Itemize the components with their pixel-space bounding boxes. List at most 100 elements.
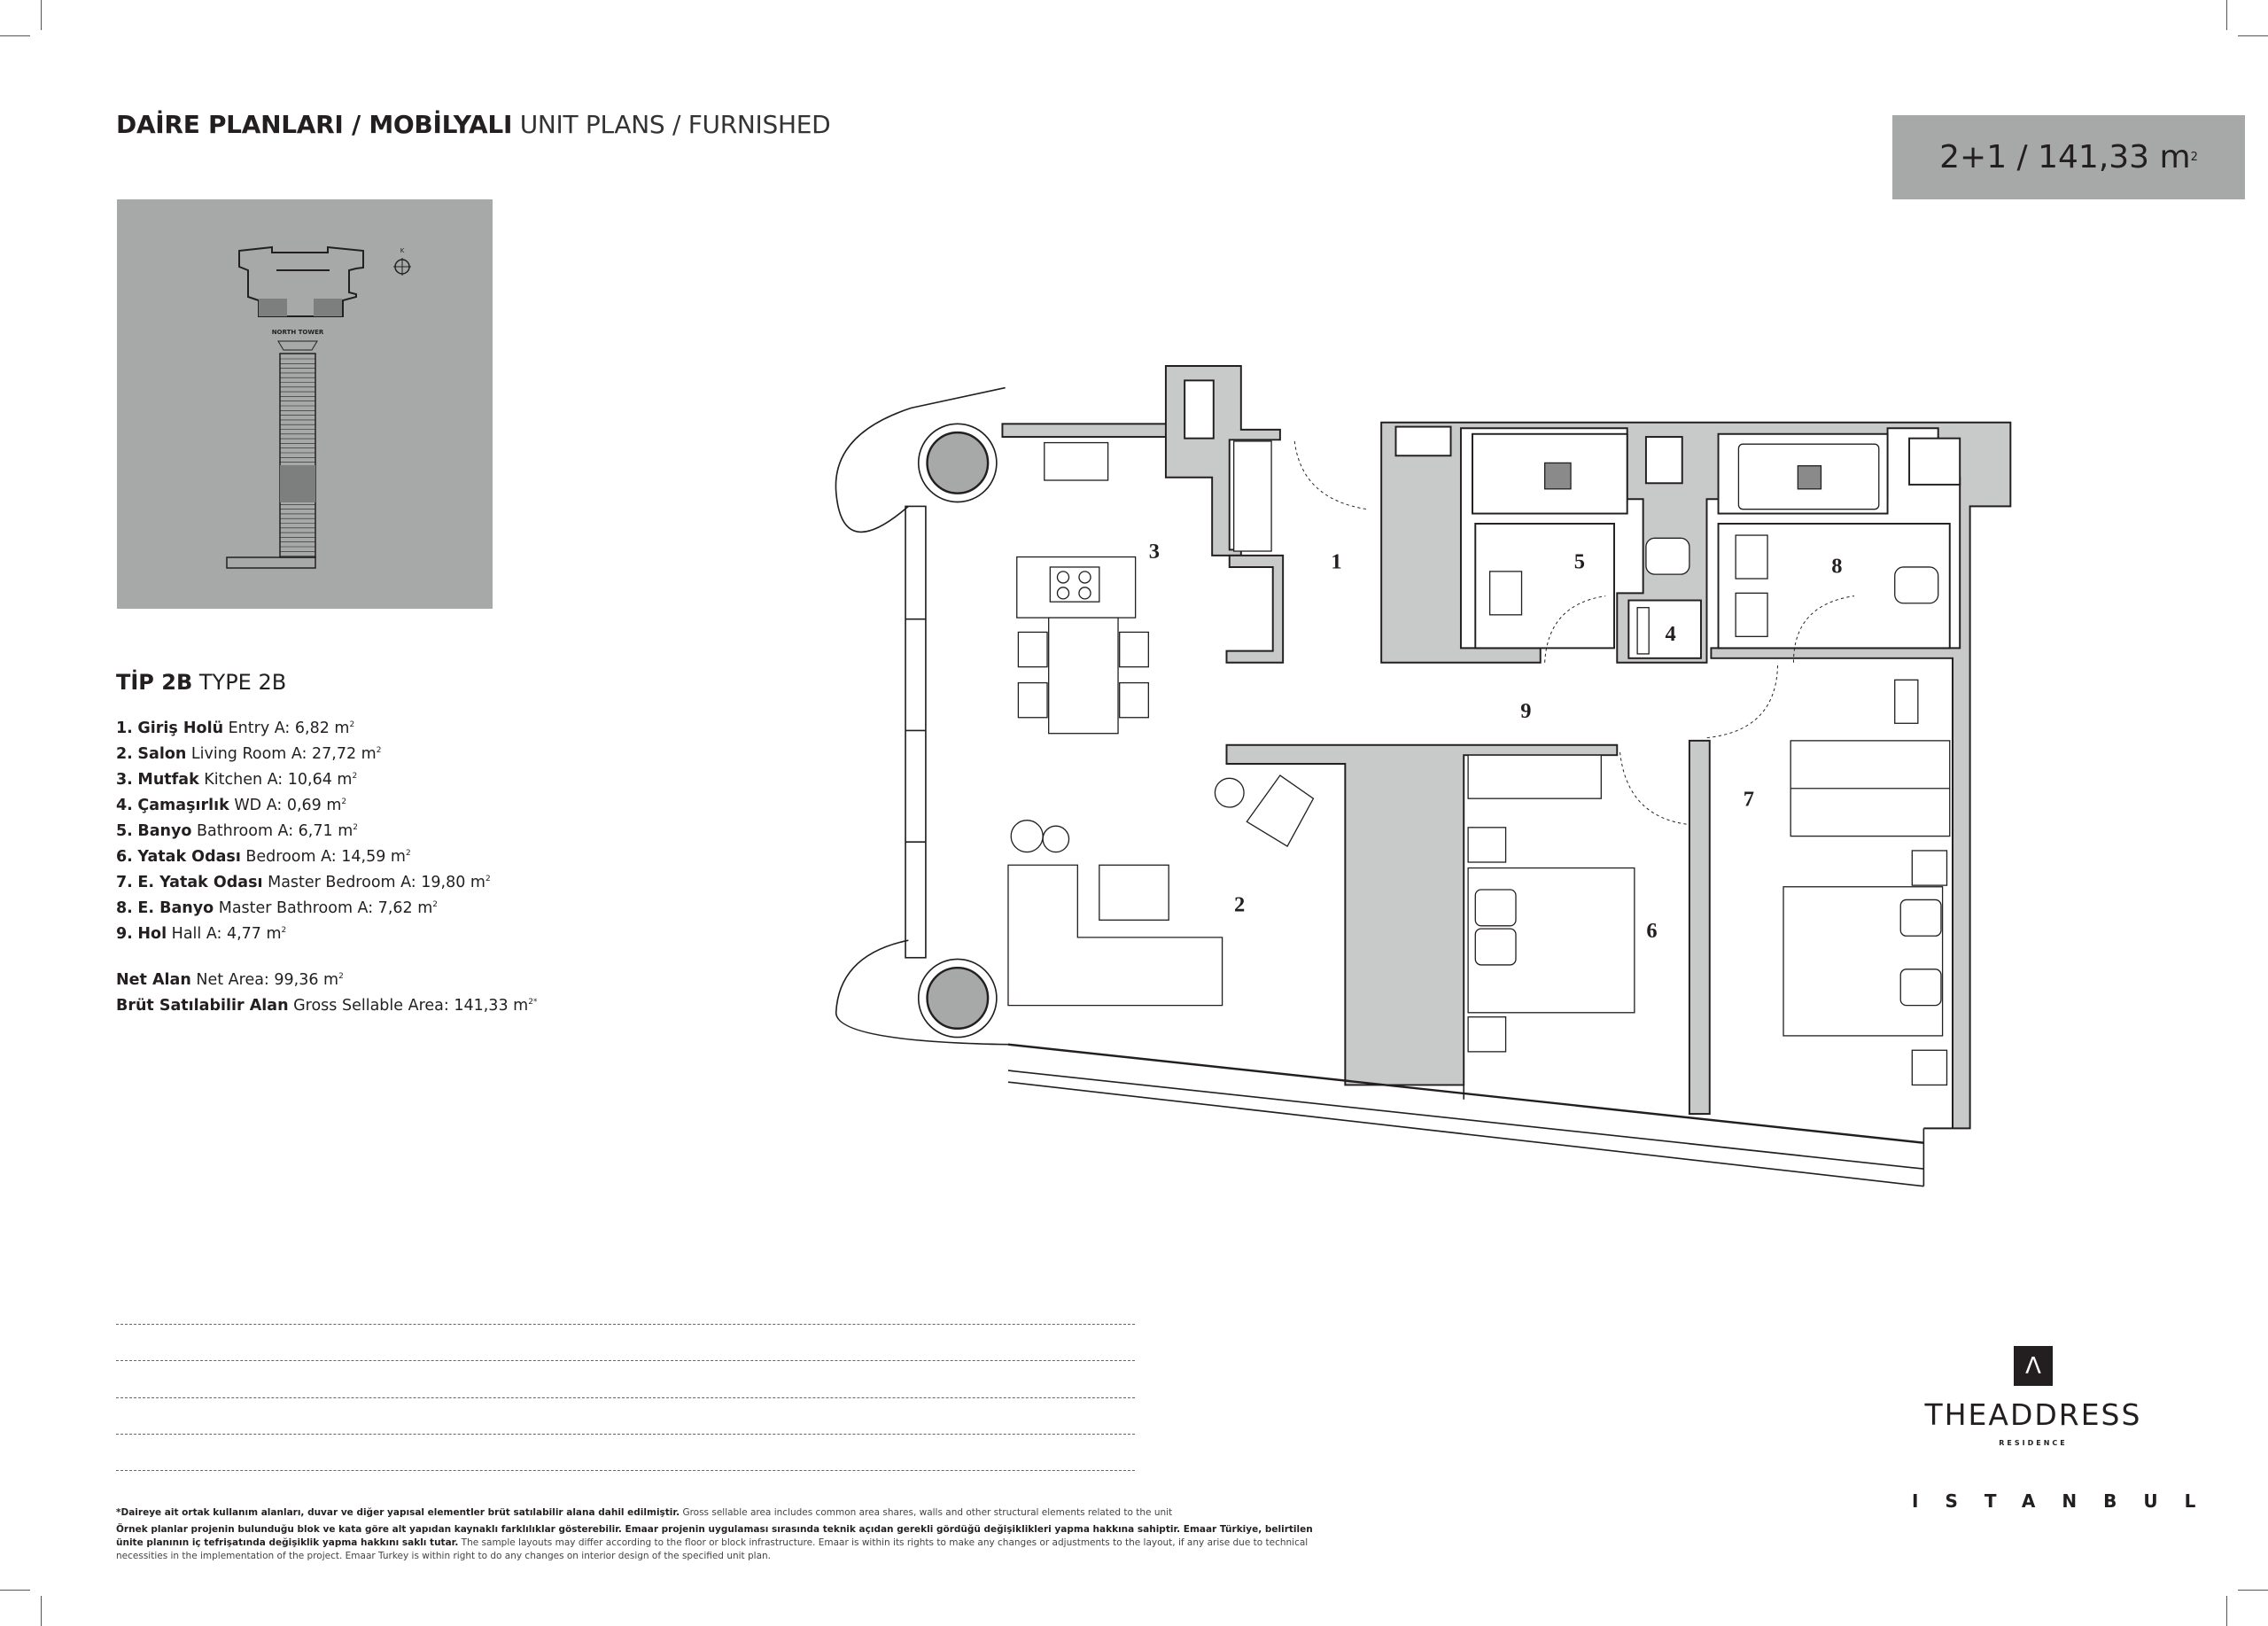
- room-area-en: Living Room A: 27,72 m: [190, 745, 377, 763]
- nightstand: [1911, 850, 1948, 886]
- gross-area-en: Gross Sellable Area: 141,33 m: [293, 997, 529, 1015]
- washbasin: [1735, 592, 1768, 637]
- crop-mark: [0, 1590, 30, 1591]
- room-list-item: 1. Giriş Holü Entry A: 6,82 m2: [116, 720, 355, 737]
- room-name-tr: Yatak Odası: [137, 848, 241, 866]
- room-number: 2.: [116, 745, 133, 763]
- wall: [1688, 739, 1711, 1116]
- kitchen-sink: [1044, 441, 1109, 481]
- dining-table: [1048, 617, 1119, 735]
- toilet: [1894, 566, 1939, 604]
- unit-size-text: 2+1 / 141,33 m: [1939, 139, 2191, 175]
- nightstand: [1467, 1016, 1507, 1053]
- note-line: [116, 1397, 1135, 1398]
- room-number: 5.: [116, 822, 133, 840]
- column: [917, 423, 998, 1039]
- washbasin: [1735, 534, 1768, 580]
- crop-mark: [2238, 35, 2268, 36]
- room-area-en: Hall A: 4,77 m: [171, 925, 282, 943]
- room-list-item: 9. Hol Hall A: 4,77 m2: [116, 925, 287, 943]
- armchair: [1246, 774, 1315, 847]
- key-plan: K NORTH TOWER: [117, 199, 493, 609]
- side-table: [1042, 825, 1070, 853]
- chair: [1119, 681, 1149, 719]
- room-list-item: 3. Mutfak Kitchen A: 10,64 m2: [116, 771, 358, 789]
- disclaimer: *Daireye ait ortak kullanım alanları, du…: [116, 1506, 1339, 1563]
- crop-mark: [2238, 1590, 2268, 1591]
- disclaimer-2-tr: Örnek planlar projenin bulunduğu blok ve…: [116, 1524, 1313, 1548]
- window-wall: [905, 505, 927, 959]
- room-name-tr: Banyo: [137, 822, 192, 840]
- unit-type: TİP 2B TYPE 2B: [116, 669, 286, 696]
- north-label: K: [400, 247, 405, 254]
- door-swings: [1293, 440, 1855, 826]
- room-area-en: Master Bathroom A: 7,62 m: [218, 899, 433, 917]
- wardrobe: [1467, 754, 1602, 799]
- room-name-tr: Giriş Holü: [137, 720, 224, 737]
- note-line: [116, 1470, 1135, 1471]
- gross-area-sup: 2*: [528, 998, 538, 1007]
- sofa: [1007, 864, 1223, 1007]
- crop-mark: [0, 35, 30, 36]
- balcony-curve: [835, 939, 1008, 1046]
- room-area-en: Master Bedroom A: 19,80 m: [268, 874, 485, 891]
- page-title: DAİRE PLANLARI / MOBİLYALI UNIT PLANS / …: [116, 110, 831, 139]
- washer: [1636, 607, 1650, 655]
- room-name-tr: E. Banyo: [137, 899, 214, 917]
- disclaimer-2-en: The sample layouts may differ according …: [116, 1537, 1309, 1561]
- chair: [1017, 681, 1048, 719]
- room-list-item: 8. E. Banyo Master Bathroom A: 7,62 m2: [116, 899, 438, 917]
- toilet: [1645, 537, 1690, 575]
- logo-mark: Λ: [2014, 1346, 2053, 1386]
- net-area: Net Alan Net Area: 99,36 m2: [116, 971, 344, 989]
- room-list: 1. Giriş Holü Entry A: 6,82 m2 2. Salon L…: [116, 716, 491, 947]
- wall: [1225, 554, 1285, 664]
- crop-mark: [2226, 0, 2227, 30]
- shower-drain: [1543, 462, 1572, 490]
- room-name-tr: E. Yatak Odası: [137, 874, 263, 891]
- pillow: [1474, 928, 1517, 966]
- nightstand: [1911, 1049, 1948, 1086]
- note-line: [116, 1434, 1135, 1435]
- room-list-item: 4. Çamaşırlık WD A: 0,69 m2: [116, 797, 347, 814]
- title-en: UNIT PLANS / FURNISHED: [519, 110, 831, 139]
- area-totals: Net Alan Net Area: 99,36 m2 Brüt Satılab…: [116, 968, 537, 1019]
- room-name-tr: Çamaşırlık: [137, 797, 229, 814]
- type-en: TYPE 2B: [198, 670, 287, 695]
- room-number: 7.: [116, 874, 133, 891]
- room-label-bedroom: 6: [1646, 919, 1657, 943]
- room-area-en: Bathroom A: 6,71 m: [197, 822, 353, 840]
- disclaimer-1-en: Gross sellable area includes common area…: [682, 1507, 1173, 1518]
- room-name-tr: Mutfak: [137, 771, 199, 789]
- side-table: [1214, 777, 1245, 808]
- coffee-table: [1099, 864, 1169, 921]
- pillow: [1899, 969, 1942, 1007]
- gross-area-tr: Brüt Satılabilir Alan: [116, 997, 289, 1015]
- washbasin: [1488, 571, 1523, 616]
- room-label-kitchen: 3: [1149, 540, 1160, 564]
- room-list-item: 7. E. Yatak Odası Master Bedroom A: 19,8…: [116, 874, 491, 891]
- tower-label: NORTH TOWER: [272, 329, 324, 336]
- nightstand: [1467, 827, 1507, 863]
- room-label-bathroom: 5: [1574, 550, 1585, 574]
- side-table: [1010, 820, 1044, 853]
- key-plan-drawing: K NORTH TOWER: [226, 245, 411, 569]
- room-name-tr: Hol: [137, 925, 167, 943]
- gross-area: Brüt Satılabilir Alan Gross Sellable Are…: [116, 993, 537, 1019]
- dresser: [1894, 679, 1919, 724]
- room-label-master-bedroom: 7: [1744, 787, 1754, 811]
- chair: [1017, 631, 1048, 668]
- room-area-en: Bedroom A: 14,59 m: [245, 848, 406, 866]
- room-name-tr: Salon: [137, 745, 187, 763]
- room-area-en: Entry A: 6,82 m: [228, 720, 350, 737]
- room-number: 8.: [116, 899, 133, 917]
- room-number: 6.: [116, 848, 133, 866]
- room-label-hall: 9: [1520, 699, 1531, 723]
- room-number: 4.: [116, 797, 133, 814]
- logo-city: ISTANBUL: [1912, 1490, 2223, 1512]
- bed: [1783, 886, 1944, 1037]
- net-area-en: Net Area: 99,36 m: [196, 971, 339, 989]
- logo-name: THEADDRESS: [1924, 1397, 2142, 1432]
- room-label-wd: 4: [1666, 622, 1676, 646]
